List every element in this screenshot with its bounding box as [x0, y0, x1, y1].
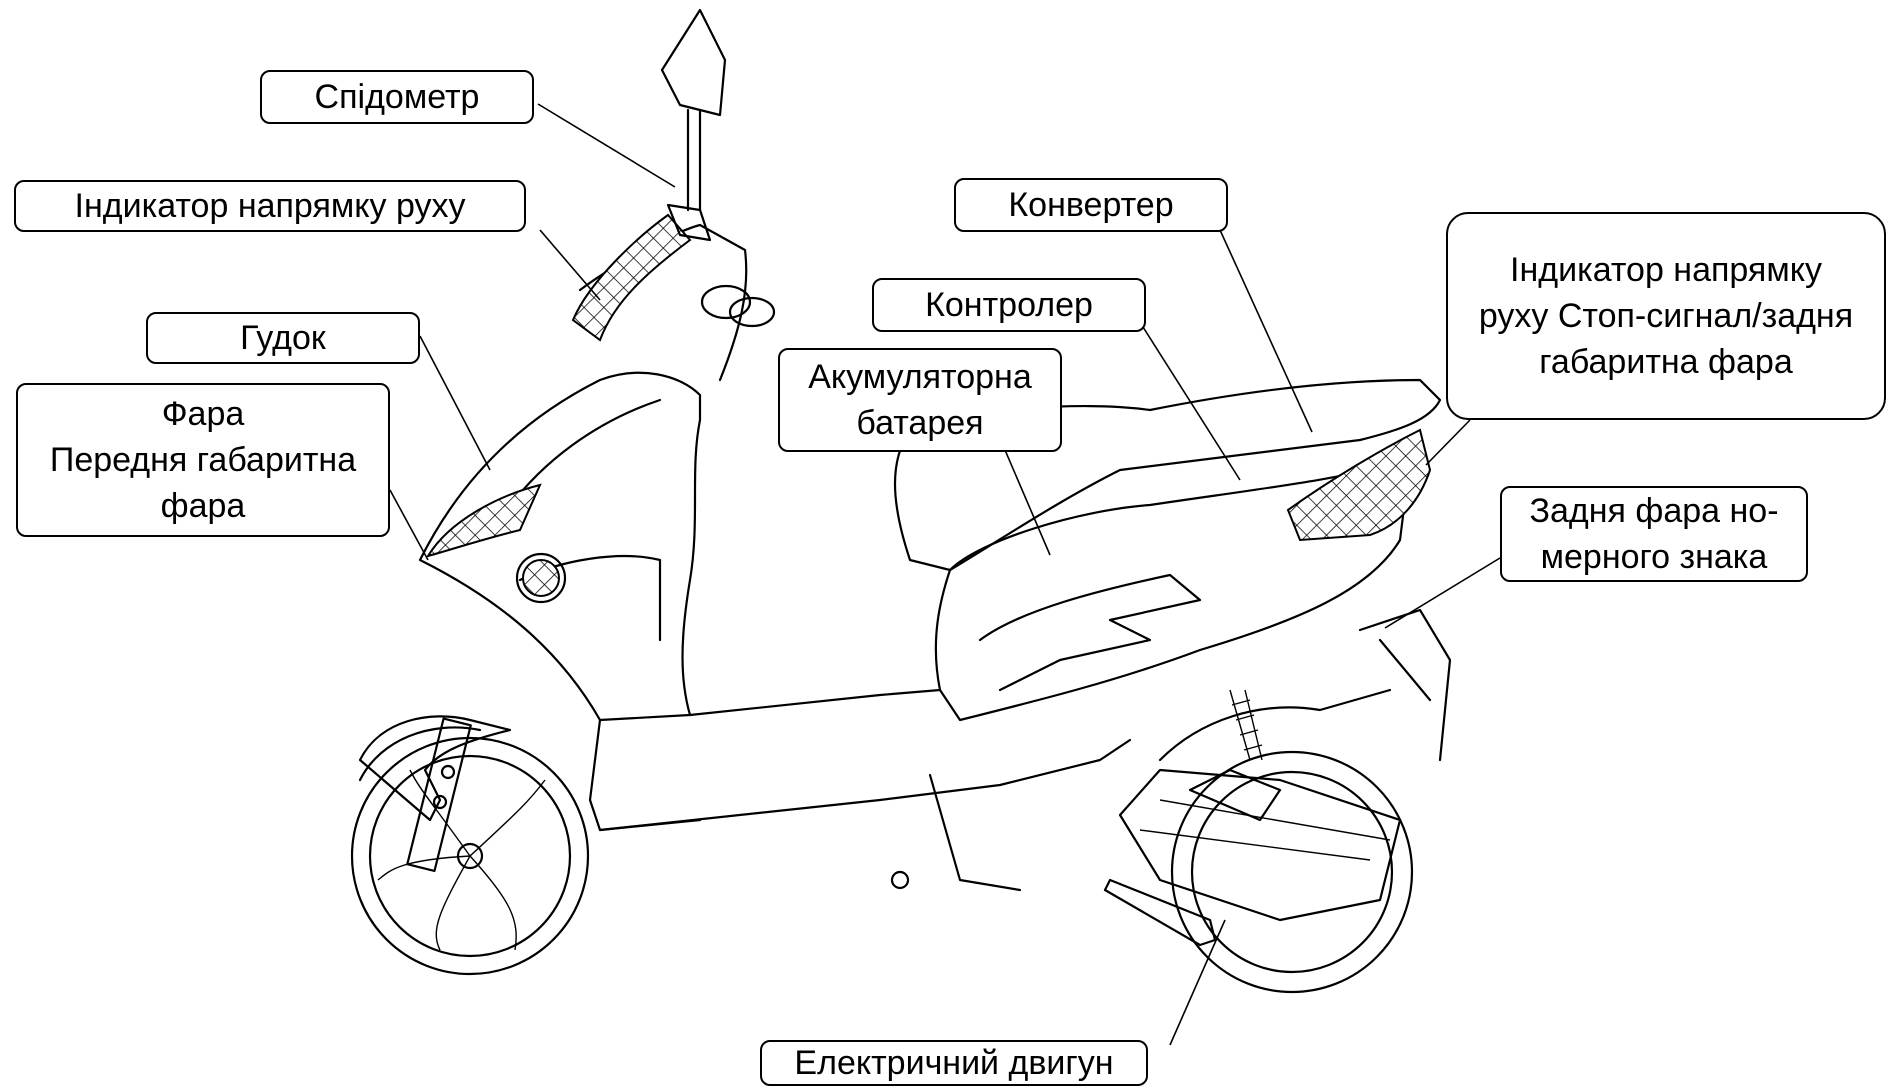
label-controller: Контролер: [872, 278, 1146, 332]
front-wheel: [350, 726, 590, 976]
rear-body: [893, 378, 1452, 762]
label-front-turn-indicator: Індикатор напрямку руху: [14, 180, 526, 232]
label-headlight: Фара Передня габаритна фара: [16, 383, 390, 537]
frame: [598, 688, 1132, 892]
rear-motor: [1103, 689, 1402, 947]
label-converter: Конвертер: [954, 178, 1228, 232]
front-fork: [358, 715, 512, 873]
front-body: [418, 371, 702, 832]
label-rear-indicators: Індикатор напрямку руху Стоп-сигнал/задн…: [1446, 212, 1886, 420]
label-speedometer: Спідометр: [260, 70, 534, 124]
label-horn: Гудок: [146, 312, 420, 364]
label-license-plate-light: Задня фара но- мерного знака: [1500, 486, 1808, 582]
label-motor: Електричний двигун: [760, 1040, 1148, 1086]
handlebar: [571, 8, 776, 382]
label-battery: Акумуляторна батарея: [778, 348, 1062, 452]
rear-wheel: [1158, 688, 1414, 994]
